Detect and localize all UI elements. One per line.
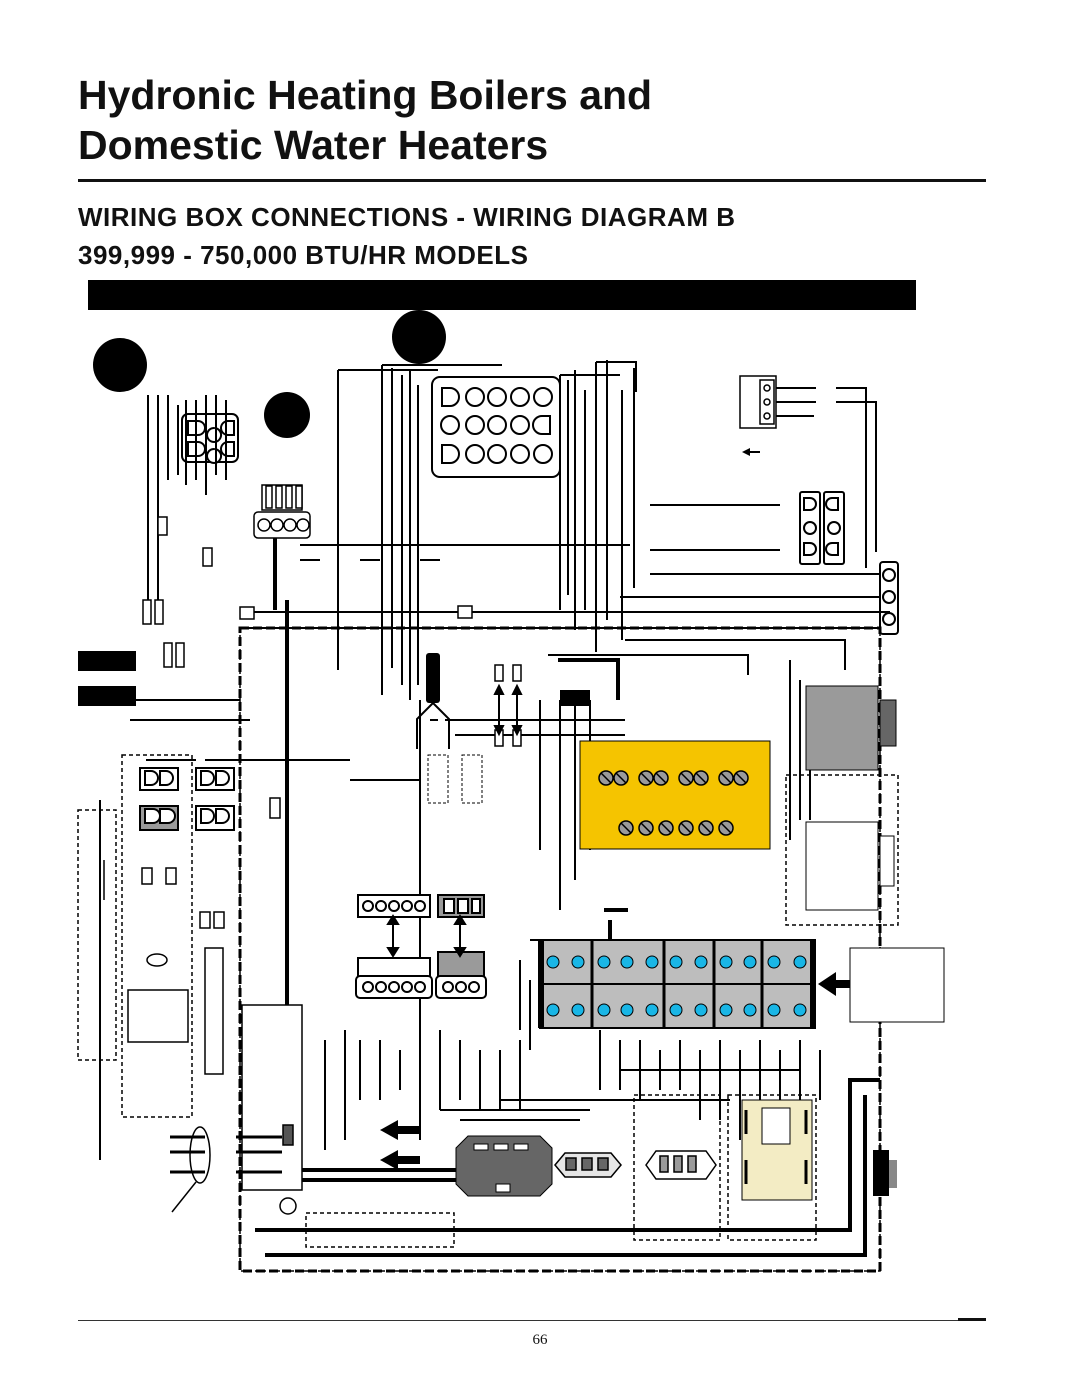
connectors-left-pair bbox=[139, 767, 235, 831]
connector-four-pin bbox=[253, 484, 311, 539]
rocker-switch-mount bbox=[889, 1160, 897, 1188]
wires bbox=[99, 360, 890, 1160]
cable-bundle bbox=[170, 1126, 282, 1213]
transformer-mount bbox=[879, 699, 897, 747]
relay-plug bbox=[645, 1150, 717, 1180]
relay-box-right bbox=[805, 821, 879, 911]
plug-pairs bbox=[355, 894, 487, 999]
footer-rule bbox=[78, 1320, 986, 1321]
transformer bbox=[805, 685, 879, 771]
label-box-2 bbox=[78, 686, 136, 706]
title-rule bbox=[78, 179, 986, 182]
board-connector bbox=[560, 690, 590, 706]
callout-markers bbox=[93, 310, 446, 438]
inline-connectors bbox=[141, 516, 522, 929]
terminal-pair-b bbox=[461, 754, 483, 804]
page-number: 66 bbox=[532, 1332, 548, 1348]
title-line-1: Hydronic Heating Boilers and bbox=[78, 72, 653, 118]
title-line-2: Domestic Water Heaters bbox=[78, 122, 549, 168]
terminal-pair-a bbox=[427, 754, 449, 804]
wiring-diagram bbox=[77, 310, 945, 1273]
terminal-strip bbox=[538, 939, 816, 1029]
connector-top-center bbox=[431, 376, 561, 478]
terminal-label-box bbox=[849, 947, 945, 1023]
section-title-line-2: 399,999 - 750,000 BTU/HR MODELS bbox=[78, 240, 529, 270]
connection-arrows bbox=[386, 683, 523, 958]
wiring-box-outline bbox=[238, 626, 882, 1273]
relay-small bbox=[554, 1152, 622, 1178]
label-box-1 bbox=[78, 651, 136, 671]
coil-wires bbox=[416, 702, 450, 749]
section-title: WIRING BOX CONNECTIONS - WIRING DIAGRAM … bbox=[78, 198, 735, 274]
document-title: Hydronic Heating Boilers and Domestic Wa… bbox=[78, 70, 652, 170]
relay-black bbox=[455, 1135, 553, 1197]
terminal-block-top-right bbox=[739, 375, 777, 429]
terminal-strip-arrow bbox=[818, 972, 852, 996]
section-title-line-1: WIRING BOX CONNECTIONS - WIRING DIAGRAM … bbox=[78, 202, 736, 232]
sensor-components bbox=[99, 850, 303, 1215]
terminal-dots-top bbox=[546, 955, 807, 969]
diagram-header-bar bbox=[88, 280, 916, 310]
footer-rule-accent bbox=[958, 1318, 986, 1321]
circuit-board bbox=[579, 740, 771, 850]
relay-beige bbox=[741, 1099, 813, 1201]
coil bbox=[426, 653, 440, 703]
connector-top-left bbox=[181, 413, 239, 464]
terminal-dots-bottom bbox=[546, 1003, 807, 1017]
direction-arrows bbox=[380, 448, 760, 1170]
relay-tab-right bbox=[879, 835, 895, 887]
rocker-switch bbox=[873, 1150, 889, 1196]
